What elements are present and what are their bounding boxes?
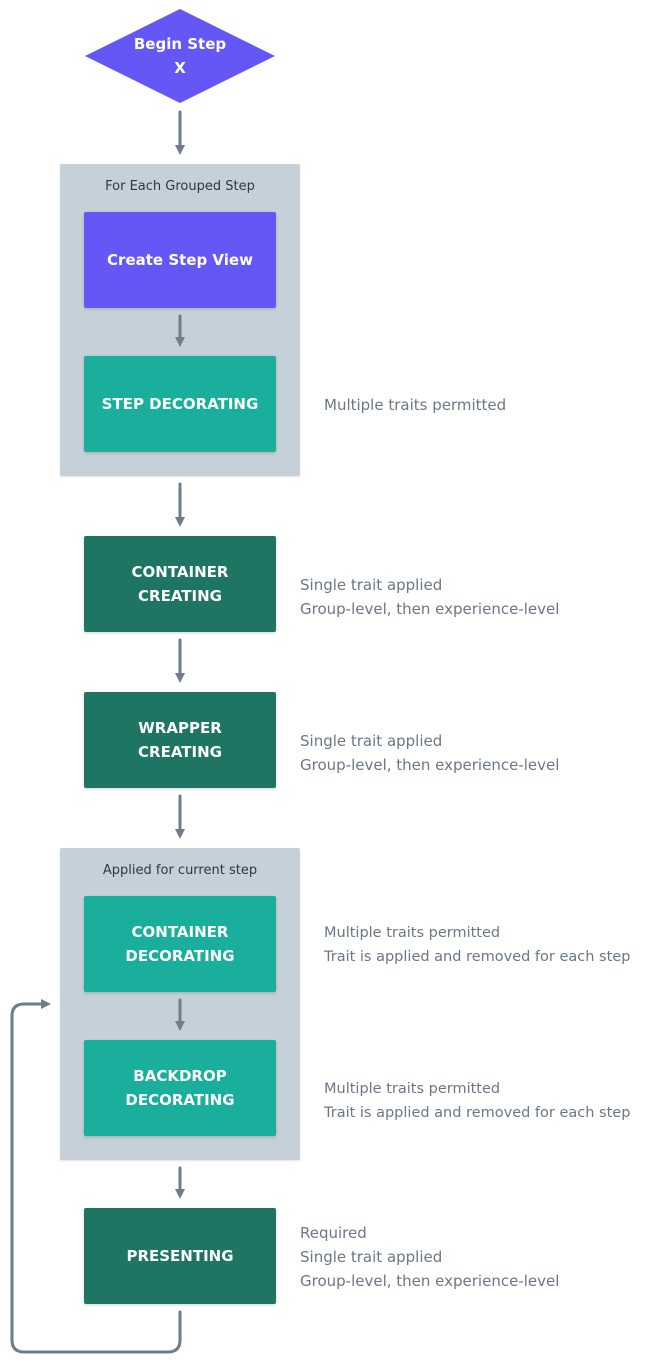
node-create-step-view-label: Create Step View <box>107 251 253 269</box>
node-backdrop-decorating-label: BACKDROP DECORATING <box>125 1067 235 1109</box>
begin-step-label: Begin Step X <box>84 8 276 104</box>
node-step-decorating: STEP DECORATING <box>84 356 276 452</box>
note-container-decorating: Multiple traits permitted Trait is appli… <box>324 925 631 965</box>
note-wrapper-creating: Single trait applied Group-level, then e… <box>300 732 560 774</box>
note-container-creating: Single trait applied Group-level, then e… <box>300 576 560 618</box>
node-wrapper-creating-label: WRAPPER CREATING <box>138 719 222 761</box>
begin-step-diamond <box>85 9 275 103</box>
node-container-creating: CONTAINER CREATING <box>84 536 276 632</box>
node-step-decorating-label: STEP DECORATING <box>101 395 259 413</box>
note-presenting: Required Single trait applied Group-leve… <box>300 1224 560 1290</box>
node-backdrop-decorating: BACKDROP DECORATING <box>84 1040 276 1136</box>
note-step-decorating: Multiple traits permitted <box>324 396 507 414</box>
node-container-decorating-label: CONTAINER DECORATING <box>125 923 235 965</box>
note-backdrop-decorating: Multiple traits permitted Trait is appli… <box>324 1081 631 1121</box>
group-label-applied-for-current-step: Applied for current step <box>102 863 258 878</box>
begin-step-diamond-shape <box>85 9 275 103</box>
node-container-creating-label: CONTAINER CREATING <box>131 563 229 605</box>
loop-arrow-presenting-to-current-step <box>10 999 182 1354</box>
node-create-step-view: Create Step View <box>84 212 276 308</box>
group-label-for-each-grouped-step: For Each Grouped Step <box>105 179 255 194</box>
node-presenting: PRESENTING <box>84 1208 276 1304</box>
node-wrapper-creating: WRAPPER CREATING <box>84 692 276 788</box>
node-container-decorating: CONTAINER DECORATING <box>84 896 276 992</box>
node-presenting-label: PRESENTING <box>126 1247 234 1265</box>
begin-step-text: Begin Step X <box>133 35 227 77</box>
